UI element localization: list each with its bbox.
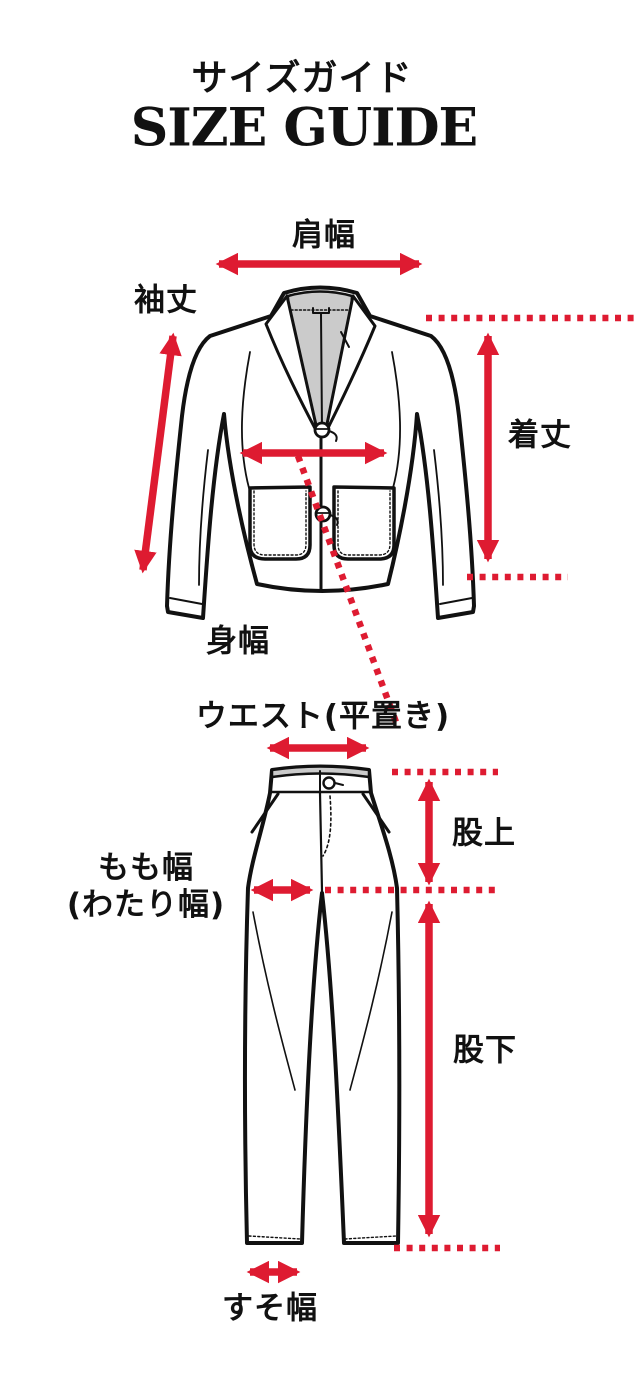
pants-button xyxy=(322,776,336,790)
label-thigh-width-line2: (わたり幅) xyxy=(66,887,226,923)
label-thigh-width: もも幅 (わたり幅) xyxy=(67,850,225,924)
label-body-width: 身幅 xyxy=(206,623,270,660)
label-rise: 股上 xyxy=(452,815,516,852)
label-body-length: 着丈 xyxy=(508,417,572,454)
label-hem-width: すそ幅 xyxy=(222,1290,318,1327)
waist-connector-dotted-line xyxy=(294,454,400,724)
label-thigh-width-line1: もも幅 xyxy=(98,850,194,886)
page-title-english: SIZE GUIDE xyxy=(130,97,478,159)
sleeve-length-arrow xyxy=(134,332,182,574)
jacket-left-pocket xyxy=(248,485,312,561)
jacket-right-pocket xyxy=(332,485,396,561)
label-waist-flat: ウエスト(平置き) xyxy=(195,698,451,735)
measurement-arrows xyxy=(134,252,640,1284)
page-title-japanese: サイズガイド xyxy=(191,58,413,99)
label-sleeve-length: 袖丈 xyxy=(134,282,198,319)
label-shoulder-width: 肩幅 xyxy=(292,217,356,254)
pants-body xyxy=(242,764,402,1245)
label-inseam: 股下 xyxy=(453,1032,517,1069)
jacket-buttons xyxy=(313,421,339,526)
pants-illustration xyxy=(242,764,402,1245)
